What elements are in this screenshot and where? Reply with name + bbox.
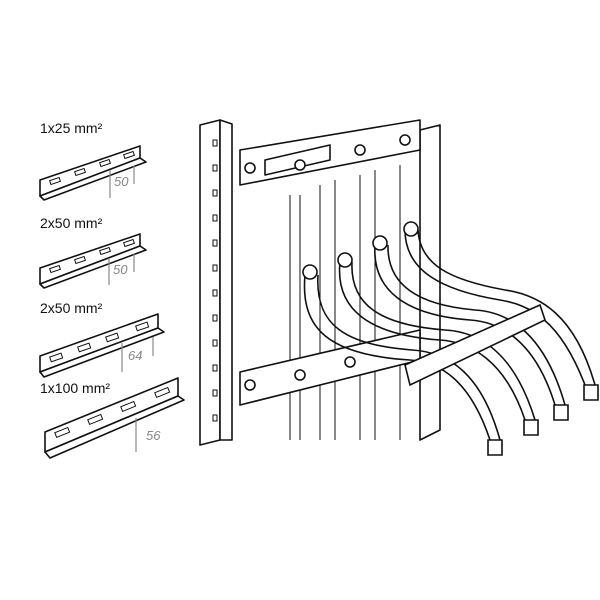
rail-dimension: 56 [146, 428, 161, 443]
rail-dimension: 50 [114, 174, 129, 189]
rail-dimension: 50 [113, 262, 128, 277]
rail-label: 2x50 mm² [40, 215, 103, 231]
rail-1x100: 1x100 mm² 56 [40, 377, 185, 459]
rail-label: 2x50 mm² [40, 300, 103, 316]
rail-1x25: 1x25 mm² 50 [39, 120, 147, 201]
rail-label: 1x100 mm² [40, 380, 110, 396]
cabinet-frame [199, 119, 441, 446]
cables [302, 221, 599, 456]
rail-2x50-a: 2x50 mm² 50 [39, 215, 147, 289]
rail-2x50-b: 2x50 mm² 64 [39, 300, 165, 378]
rail-dimension: 64 [128, 348, 142, 363]
rail-label: 1x25 mm² [40, 120, 103, 136]
